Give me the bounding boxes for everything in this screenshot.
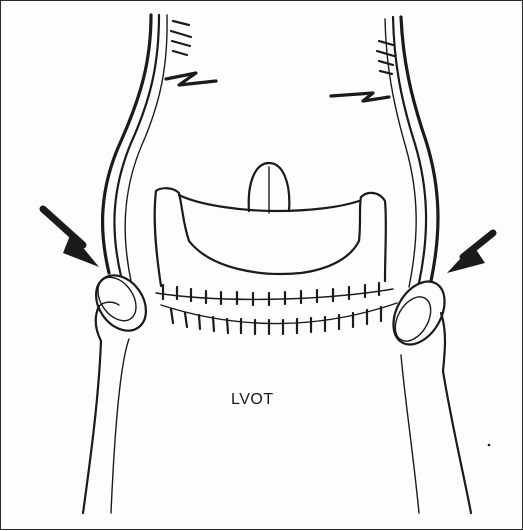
right-ventricular-wall: [441, 313, 471, 513]
speck: [488, 444, 491, 447]
left-graft-wall: [103, 15, 168, 281]
arrow-left-icon: [43, 209, 99, 267]
right-graft-wall: [385, 17, 438, 287]
graft-hatching-right: [331, 41, 394, 101]
graft-hatching-left: [166, 21, 216, 85]
valve-cuff-outline: [156, 188, 386, 281]
left-ventricular-wall: [83, 306, 101, 513]
right-ventricular-wall-inner: [401, 355, 419, 513]
valve-cuff-left-post: [155, 191, 161, 286]
suture-line-upper: [156, 283, 393, 305]
arrow-right-icon: [447, 233, 493, 273]
lvot-label: LVOT: [231, 391, 274, 409]
left-ventricular-wall-inner: [111, 339, 129, 513]
suture-line-lower: [161, 303, 397, 334]
